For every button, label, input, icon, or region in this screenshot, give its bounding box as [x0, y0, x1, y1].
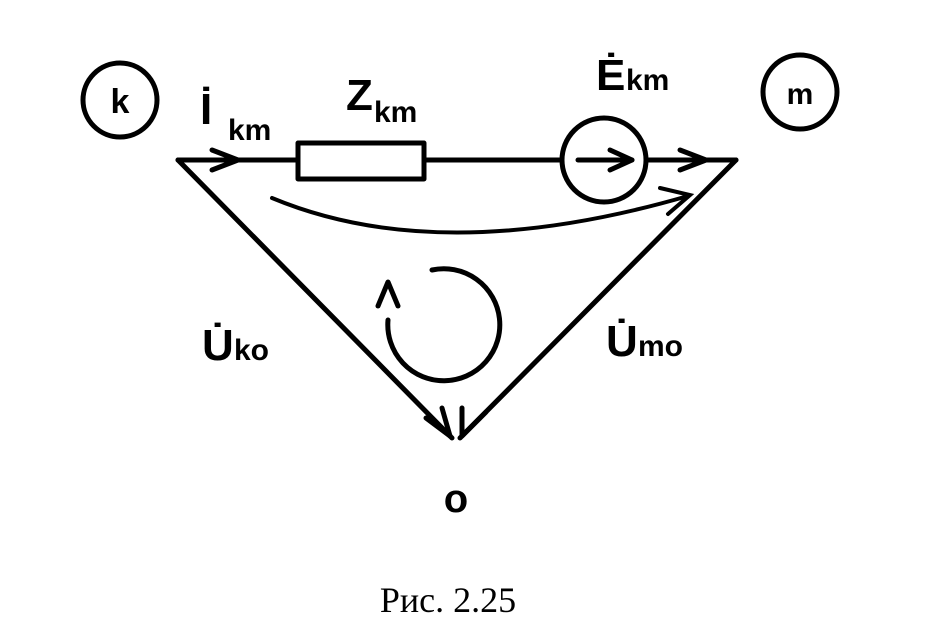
branch-km — [175, 115, 739, 205]
voltage-ko-symbol: U̇ — [202, 321, 234, 370]
wire-right-arrow — [677, 147, 709, 173]
label-impedance: Z km — [346, 71, 417, 129]
node-k-label: k — [111, 83, 130, 121]
emf-inner-arrow — [607, 147, 635, 173]
side-ko — [175, 157, 455, 441]
voltage-mo-subscript: mo — [638, 330, 683, 363]
node-k: k — [80, 60, 160, 140]
label-voltage-ko: U̇ ko — [202, 321, 269, 370]
voltage-path-arrow — [270, 186, 695, 235]
loop-arc — [385, 266, 503, 384]
voltage-mo-symbol: U̇ — [606, 317, 638, 366]
side-mo — [457, 157, 739, 441]
side-ko-arrow — [423, 405, 453, 439]
current-symbol: İ — [200, 85, 212, 134]
side-mo-arrow — [459, 405, 489, 439]
node-m-label: m — [787, 78, 814, 111]
impedance-subscript: km — [374, 96, 417, 129]
loop-direction-arrow — [375, 266, 503, 384]
voltage-ko-subscript: ko — [234, 334, 269, 367]
emf-symbol: Ė — [596, 51, 625, 100]
node-o-label: o — [444, 477, 468, 521]
node-m: m — [760, 52, 840, 132]
label-emf: Ė km — [596, 51, 669, 100]
loop-arrowhead — [375, 279, 401, 309]
figure-caption: Рис. 2.25 — [380, 580, 516, 620]
impedance-symbol: Z — [346, 71, 373, 120]
impedance-box — [295, 140, 427, 182]
label-voltage-mo: U̇ mo — [606, 317, 683, 366]
current-subscript: km — [228, 114, 271, 147]
triangle-sides — [175, 157, 739, 441]
label-current: İ km — [200, 85, 271, 147]
emf-subscript: km — [626, 64, 669, 97]
voltage-curve-arrowhead — [658, 186, 695, 216]
voltage-curve — [270, 194, 690, 235]
current-arrow — [209, 147, 241, 173]
